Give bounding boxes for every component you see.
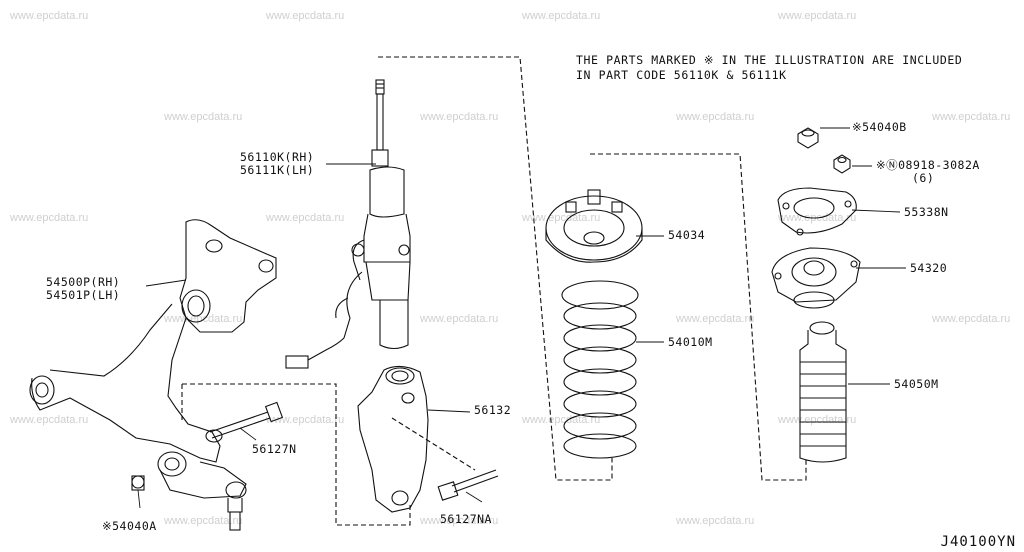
label-seat: 54034 [668, 228, 706, 242]
watermark: www.epcdata.ru [164, 313, 243, 325]
insulator-plate [777, 187, 857, 236]
watermark: www.epcdata.ru [778, 10, 857, 22]
watermark: www.epcdata.ru [522, 212, 601, 224]
group-outline-bolt [181, 383, 476, 526]
watermark: www.epcdata.ru [266, 212, 345, 224]
label-strut: 56110K(RH) 56111K(LH) [240, 151, 314, 177]
nut-54040b [797, 127, 819, 149]
label-strut-lh: 56111K(LH) [240, 163, 315, 177]
label-strut-rh: 56110K(RH) [240, 150, 315, 164]
watermark: www.epcdata.ru [420, 515, 499, 527]
bolt-56127n [209, 401, 284, 439]
label-nut-c-qty: (6) [912, 171, 935, 185]
label-nut-c: ※Ⓝ08918-3082A (6) [876, 159, 980, 185]
label-nut-b: ※54040B [852, 120, 907, 134]
watermark: www.epcdata.ru [676, 111, 755, 123]
spring-seat [545, 189, 643, 263]
label-boot: 54050M [894, 377, 939, 391]
nut-08918 [833, 154, 851, 174]
watermark: www.epcdata.ru [676, 313, 755, 325]
shock-fork [357, 365, 429, 513]
label-nut-a: ※54040A [102, 519, 157, 533]
watermark: www.epcdata.ru [10, 212, 89, 224]
parts-note-line2: IN PART CODE 56110K & 56111K [576, 68, 787, 82]
watermark: www.epcdata.ru [10, 10, 89, 22]
watermark: www.epcdata.ru [778, 414, 857, 426]
label-knuckle-rh: 54500P(RH) [46, 275, 121, 289]
bolt-56127na [437, 469, 499, 501]
watermark: www.epcdata.ru [522, 10, 601, 22]
watermark: www.epcdata.ru [164, 515, 243, 527]
watermark: www.epcdata.ru [10, 414, 89, 426]
strut-assembly [285, 79, 411, 369]
label-knuckle: 54500P(RH) 54501P(LH) [46, 276, 120, 302]
parts-note: THE PARTS MARKED ※ IN THE ILLUSTRATION A… [576, 53, 962, 83]
label-insulator: 55338N [904, 205, 949, 219]
label-bolt-n: 56127N [252, 442, 297, 456]
coil-spring [561, 280, 639, 459]
parts-note-line1: THE PARTS MARKED ※ IN THE ILLUSTRATION A… [576, 53, 963, 67]
watermark: www.epcdata.ru [932, 313, 1011, 325]
label-mount: 54320 [910, 261, 948, 275]
label-knuckle-lh: 54501P(LH) [46, 288, 121, 302]
watermark: www.epcdata.ru [266, 10, 345, 22]
watermark: www.epcdata.ru [420, 111, 499, 123]
lower-control-arm [29, 303, 247, 531]
strut-mount [771, 247, 861, 309]
diagram-code: J40100YN [940, 534, 1016, 550]
watermark: www.epcdata.ru [932, 111, 1011, 123]
label-nut-c-code: ※Ⓝ08918-3082A [876, 158, 980, 172]
label-bolt-na: 56127NA [440, 512, 492, 526]
steering-knuckle [179, 219, 277, 333]
label-fork: 56132 [474, 403, 512, 417]
watermark: www.epcdata.ru [676, 515, 755, 527]
watermark: www.epcdata.ru [522, 414, 601, 426]
label-spring: 54010M [668, 335, 713, 349]
watermark: www.epcdata.ru [420, 313, 499, 325]
leader-lines [137, 127, 906, 509]
group-outline-spring [590, 153, 807, 481]
watermark: www.epcdata.ru [266, 414, 345, 426]
watermark: www.epcdata.ru [164, 111, 243, 123]
dust-boot [799, 321, 847, 463]
